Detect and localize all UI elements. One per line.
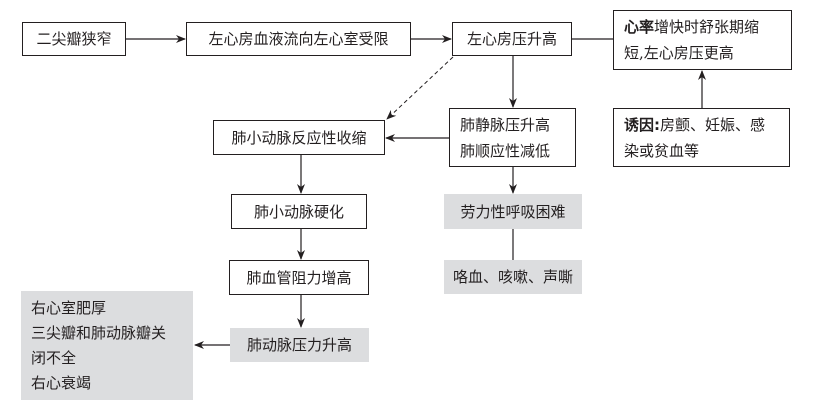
node-pulmonary-vein: 肺静脉压升高 肺顺应性减低: [449, 108, 576, 167]
node-line-3: 闭不全: [31, 348, 77, 367]
node-line-2: 肺顺应性减低: [460, 141, 551, 160]
node-bold-label: 心率: [624, 18, 655, 36]
node-pulmonary-arteriole-hardening: 肺小动脉硬化: [231, 194, 367, 229]
node-dyspnea: 劳力性呼吸困难: [444, 194, 582, 229]
node-hemoptysis: 咯血、咳嗽、声嘶: [444, 260, 582, 294]
node-triggers: 诱因:房颤、妊娠、感 染或贫血等: [613, 108, 790, 167]
node-line-1: 心率增快时舒张期缩: [624, 14, 759, 40]
node-mitral-stenosis: 二尖瓣狭窄: [22, 22, 126, 56]
node-pulmonary-arteriole-constriction: 肺小动脉反应性收缩: [213, 120, 385, 155]
node-la-pressure-up: 左心房压升高: [452, 22, 572, 56]
node-line-4: 右心衰竭: [31, 373, 92, 392]
edge-la-pressure-to-constriction-dashed: [386, 56, 454, 120]
node-line-1: 肺静脉压升高: [460, 115, 551, 134]
node-label: 咯血、咳嗽、声嘶: [452, 268, 573, 286]
node-complications: 右心室肥厚 三尖瓣和肺动脉瓣关 闭不全 右心衰竭: [21, 291, 193, 400]
node-text: 增快时舒张期缩: [654, 18, 760, 36]
node-label: 肺小动脉硬化: [253, 202, 344, 221]
node-line-2: 三尖瓣和肺动脉瓣关: [31, 323, 167, 342]
node-bold-label: 诱因:: [624, 115, 660, 134]
node-label: 二尖瓣狭窄: [36, 30, 112, 48]
node-line-2: 染或贫血等: [624, 141, 700, 160]
node-label: 肺小动脉反应性收缩: [231, 128, 367, 147]
node-line-1: 右心室肥厚: [31, 298, 107, 317]
node-pulmonary-artery-pressure: 肺动脉压力升高: [230, 328, 369, 362]
node-label: 劳力性呼吸困难: [460, 202, 566, 221]
node-line-2: 短,左心房压更高: [624, 44, 734, 62]
node-label: 左心房血液流向左心室受限: [208, 30, 389, 48]
node-la-flow-limited: 左心房血液流向左心室受限: [186, 22, 411, 56]
node-text: 房颤、妊娠、感: [660, 115, 766, 134]
node-line-1: 诱因:房颤、妊娠、感: [624, 112, 765, 138]
node-label: 肺动脉压力升高: [246, 336, 352, 354]
node-tachycardia: 心率增快时舒张期缩 短,左心房压更高: [613, 10, 792, 70]
node-vascular-resistance: 肺血管阻力增高: [229, 260, 369, 295]
node-label: 左心房压升高: [466, 30, 557, 48]
node-label: 肺血管阻力增高: [246, 268, 352, 287]
